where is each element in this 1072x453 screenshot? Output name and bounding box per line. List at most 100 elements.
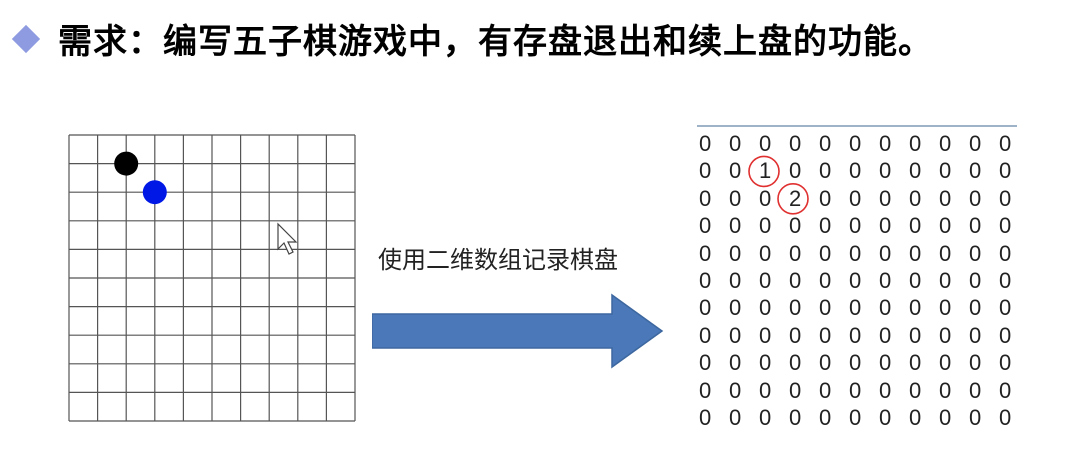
matrix-cell: 0: [849, 404, 862, 430]
matrix-cell: 0: [969, 322, 982, 348]
matrix-cell: 0: [789, 404, 802, 430]
matrix-cell: 0: [759, 295, 772, 321]
matrix-cell: 0: [969, 404, 982, 430]
matrix-cell: 0: [789, 131, 802, 156]
matrix-cell: 0: [819, 404, 832, 430]
matrix-cell: 0: [999, 322, 1012, 348]
matrix-cell: 1: [759, 158, 772, 184]
matrix-cell: 0: [849, 377, 862, 403]
right-arrow-icon: [372, 293, 664, 369]
matrix-cell: 0: [879, 185, 892, 211]
matrix-cell: 0: [999, 158, 1012, 184]
matrix-cell: 0: [819, 240, 832, 266]
matrix-cell: 0: [759, 240, 772, 266]
matrix-cell: 0: [879, 322, 892, 348]
matrix-cell: 0: [939, 377, 952, 403]
matrix-cell: 0: [849, 185, 862, 211]
matrix-cell: 0: [939, 350, 952, 376]
matrix-cell: 0: [939, 185, 952, 211]
matrix-cell: 0: [969, 131, 982, 156]
matrix-cell: 0: [939, 158, 952, 184]
matrix-cell: 0: [969, 240, 982, 266]
matrix-cell: 0: [729, 240, 742, 266]
matrix-cell: 0: [849, 295, 862, 321]
matrix-cell: 0: [909, 185, 922, 211]
board-stone: [142, 180, 167, 205]
matrix-cell: 0: [879, 267, 892, 293]
matrix-cell: 0: [939, 267, 952, 293]
matrix-cell: 0: [789, 158, 802, 184]
matrix-cell: 0: [699, 322, 712, 348]
matrix-cell: 0: [849, 131, 862, 156]
matrix-cell: 0: [969, 295, 982, 321]
matrix-cell: 2: [789, 185, 802, 211]
matrix-cell: 0: [909, 350, 922, 376]
matrix-cell: 0: [819, 295, 832, 321]
matrix-cell: 0: [819, 377, 832, 403]
matrix-cell: 0: [939, 295, 952, 321]
matrix-top-rule: [697, 125, 1017, 127]
matrix-cell: 0: [849, 240, 862, 266]
matrix-cell: 0: [819, 158, 832, 184]
matrix-cell: 0: [999, 404, 1012, 430]
matrix-cell: 0: [789, 213, 802, 239]
matrix-cell: 0: [999, 213, 1012, 239]
matrix-cell: 0: [699, 213, 712, 239]
matrix-cell: 0: [729, 350, 742, 376]
matrix-cell: 0: [909, 322, 922, 348]
matrix-cell: 0: [759, 213, 772, 239]
matrix-cell: 0: [969, 185, 982, 211]
matrix-cell: 0: [969, 158, 982, 184]
matrix-cell: 0: [729, 404, 742, 430]
matrix-cell: 0: [819, 131, 832, 156]
matrix-cell: 0: [909, 240, 922, 266]
matrix-cell: 0: [879, 404, 892, 430]
matrix-cell: 0: [909, 158, 922, 184]
matrix-cell: 0: [849, 350, 862, 376]
matrix-cell: 0: [789, 322, 802, 348]
matrix-cell: 0: [879, 158, 892, 184]
matrix-cell: 0: [819, 350, 832, 376]
matrix-cell: 0: [999, 377, 1012, 403]
matrix-cell: 0: [849, 267, 862, 293]
matrix-cell: 0: [759, 322, 772, 348]
matrix-cell: 0: [759, 185, 772, 211]
matrix-cell: 0: [729, 213, 742, 239]
matrix-cell: 0: [999, 267, 1012, 293]
matrix-cell: 0: [969, 267, 982, 293]
matrix-cell: 0: [759, 131, 772, 156]
matrix-cell: 0: [999, 131, 1012, 156]
matrix-cell: 0: [969, 213, 982, 239]
matrix-cell: 0: [939, 322, 952, 348]
matrix-cell: 0: [699, 240, 712, 266]
matrix-cell: 0: [909, 377, 922, 403]
mouse-pointer-icon: [277, 222, 298, 255]
matrix-cell: 0: [879, 131, 892, 156]
matrix-cell: 0: [879, 377, 892, 403]
matrix-cell: 0: [789, 295, 802, 321]
matrix-cell: 0: [699, 267, 712, 293]
matrix-cell: 0: [939, 131, 952, 156]
matrix-cell: 0: [939, 404, 952, 430]
matrix-cell: 0: [699, 404, 712, 430]
matrix-cell: 0: [909, 404, 922, 430]
matrix-cell: 0: [969, 377, 982, 403]
matrix-cell: 0: [879, 350, 892, 376]
matrix-cell: 0: [729, 158, 742, 184]
matrix-cell: 0: [759, 267, 772, 293]
matrix-cell: 0: [909, 213, 922, 239]
matrix-cell: 0: [939, 213, 952, 239]
matrix-cell: 0: [759, 377, 772, 403]
matrix-cell: 0: [789, 267, 802, 293]
caption-text: 使用二维数组记录棋盘: [378, 246, 618, 274]
matrix-cell: 0: [729, 131, 742, 156]
